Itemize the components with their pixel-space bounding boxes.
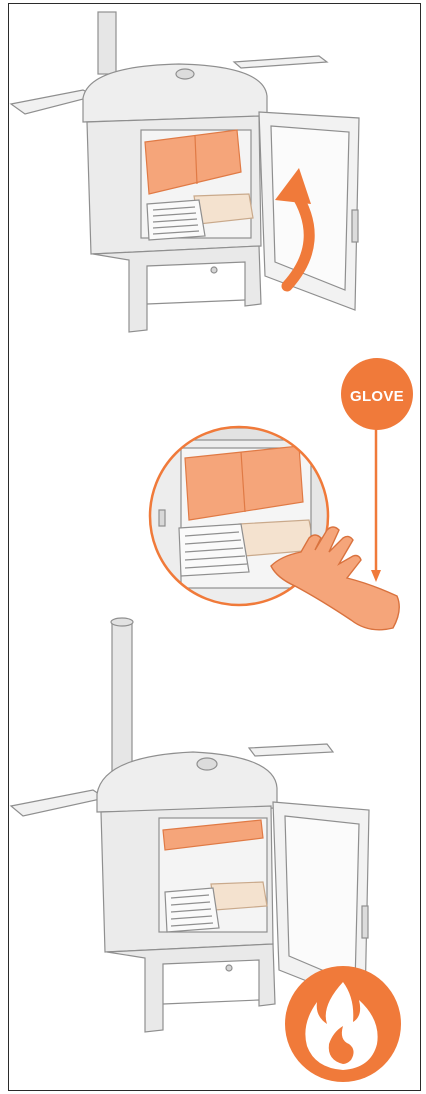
down-arrow-icon: [371, 414, 381, 582]
grate: [165, 888, 219, 932]
right-shelf: [249, 744, 333, 756]
lid-thermometer: [197, 758, 217, 770]
flame-icon: [285, 966, 401, 1082]
glove-badge-label: GLOVE: [338, 388, 416, 405]
chimney-pipe: [112, 622, 132, 772]
right-shelf: [234, 56, 327, 68]
lid-thermometer: [176, 69, 194, 79]
instruction-diagram: [9, 4, 422, 1092]
stand: [107, 944, 275, 1032]
door-handle: [352, 210, 358, 242]
firebrick: [211, 882, 267, 910]
chimney-pipe: [98, 12, 116, 74]
step-3-stove-ready: [11, 618, 369, 1032]
zoom-grate: [179, 524, 249, 576]
door-handle: [362, 906, 368, 938]
step-1-stove-open-door: [11, 12, 359, 332]
left-shelf: [11, 790, 105, 816]
instruction-panel: GLOVE: [8, 3, 421, 1091]
stove-lid: [83, 64, 267, 122]
stand: [93, 246, 261, 332]
grate: [147, 200, 205, 240]
